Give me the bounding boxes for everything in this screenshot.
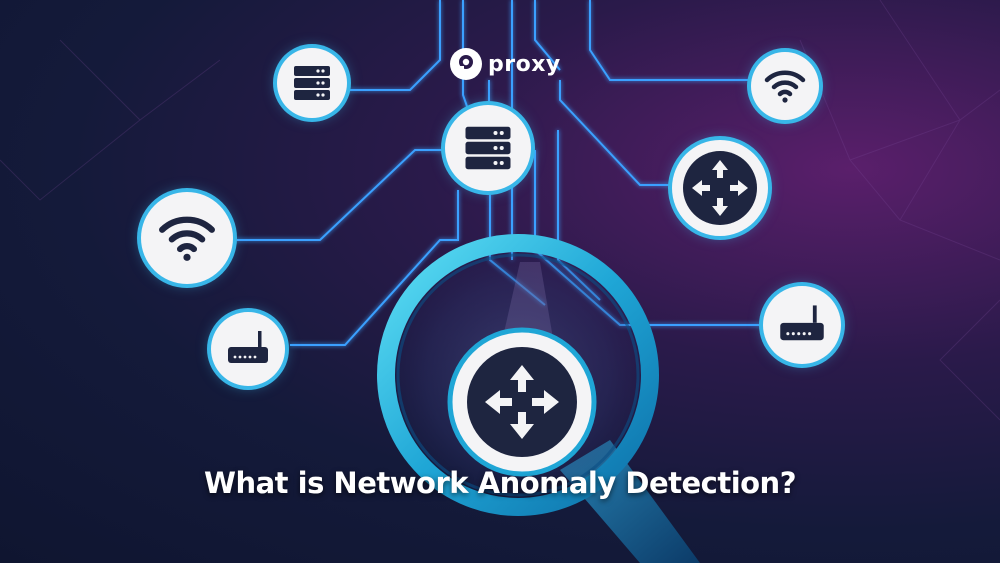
- modem-icon: [780, 305, 824, 341]
- server-icon: [294, 66, 330, 100]
- wifi-node-left: [141, 192, 233, 284]
- router-icon: [683, 151, 757, 225]
- central-router-node: [447, 327, 597, 477]
- proxy-logo-icon: [450, 48, 482, 80]
- wifi-icon: [159, 216, 215, 261]
- server-node-center: [445, 105, 531, 191]
- page-title: What is Network Anomaly Detection?: [203, 466, 797, 500]
- wifi-node-top-right: [751, 52, 819, 120]
- modem-icon: [228, 331, 268, 363]
- modem-node-left: [211, 312, 285, 386]
- wifi-icon: [764, 70, 806, 103]
- router-icon: [485, 365, 559, 439]
- router-node-right: [672, 140, 768, 236]
- modem-node-right: [763, 286, 841, 364]
- server-icon: [465, 126, 511, 170]
- brand-name: proxy: [488, 51, 561, 77]
- brand-logo: proxy: [448, 44, 561, 84]
- background-mesh: [0, 0, 1000, 421]
- server-node-left: [277, 48, 347, 118]
